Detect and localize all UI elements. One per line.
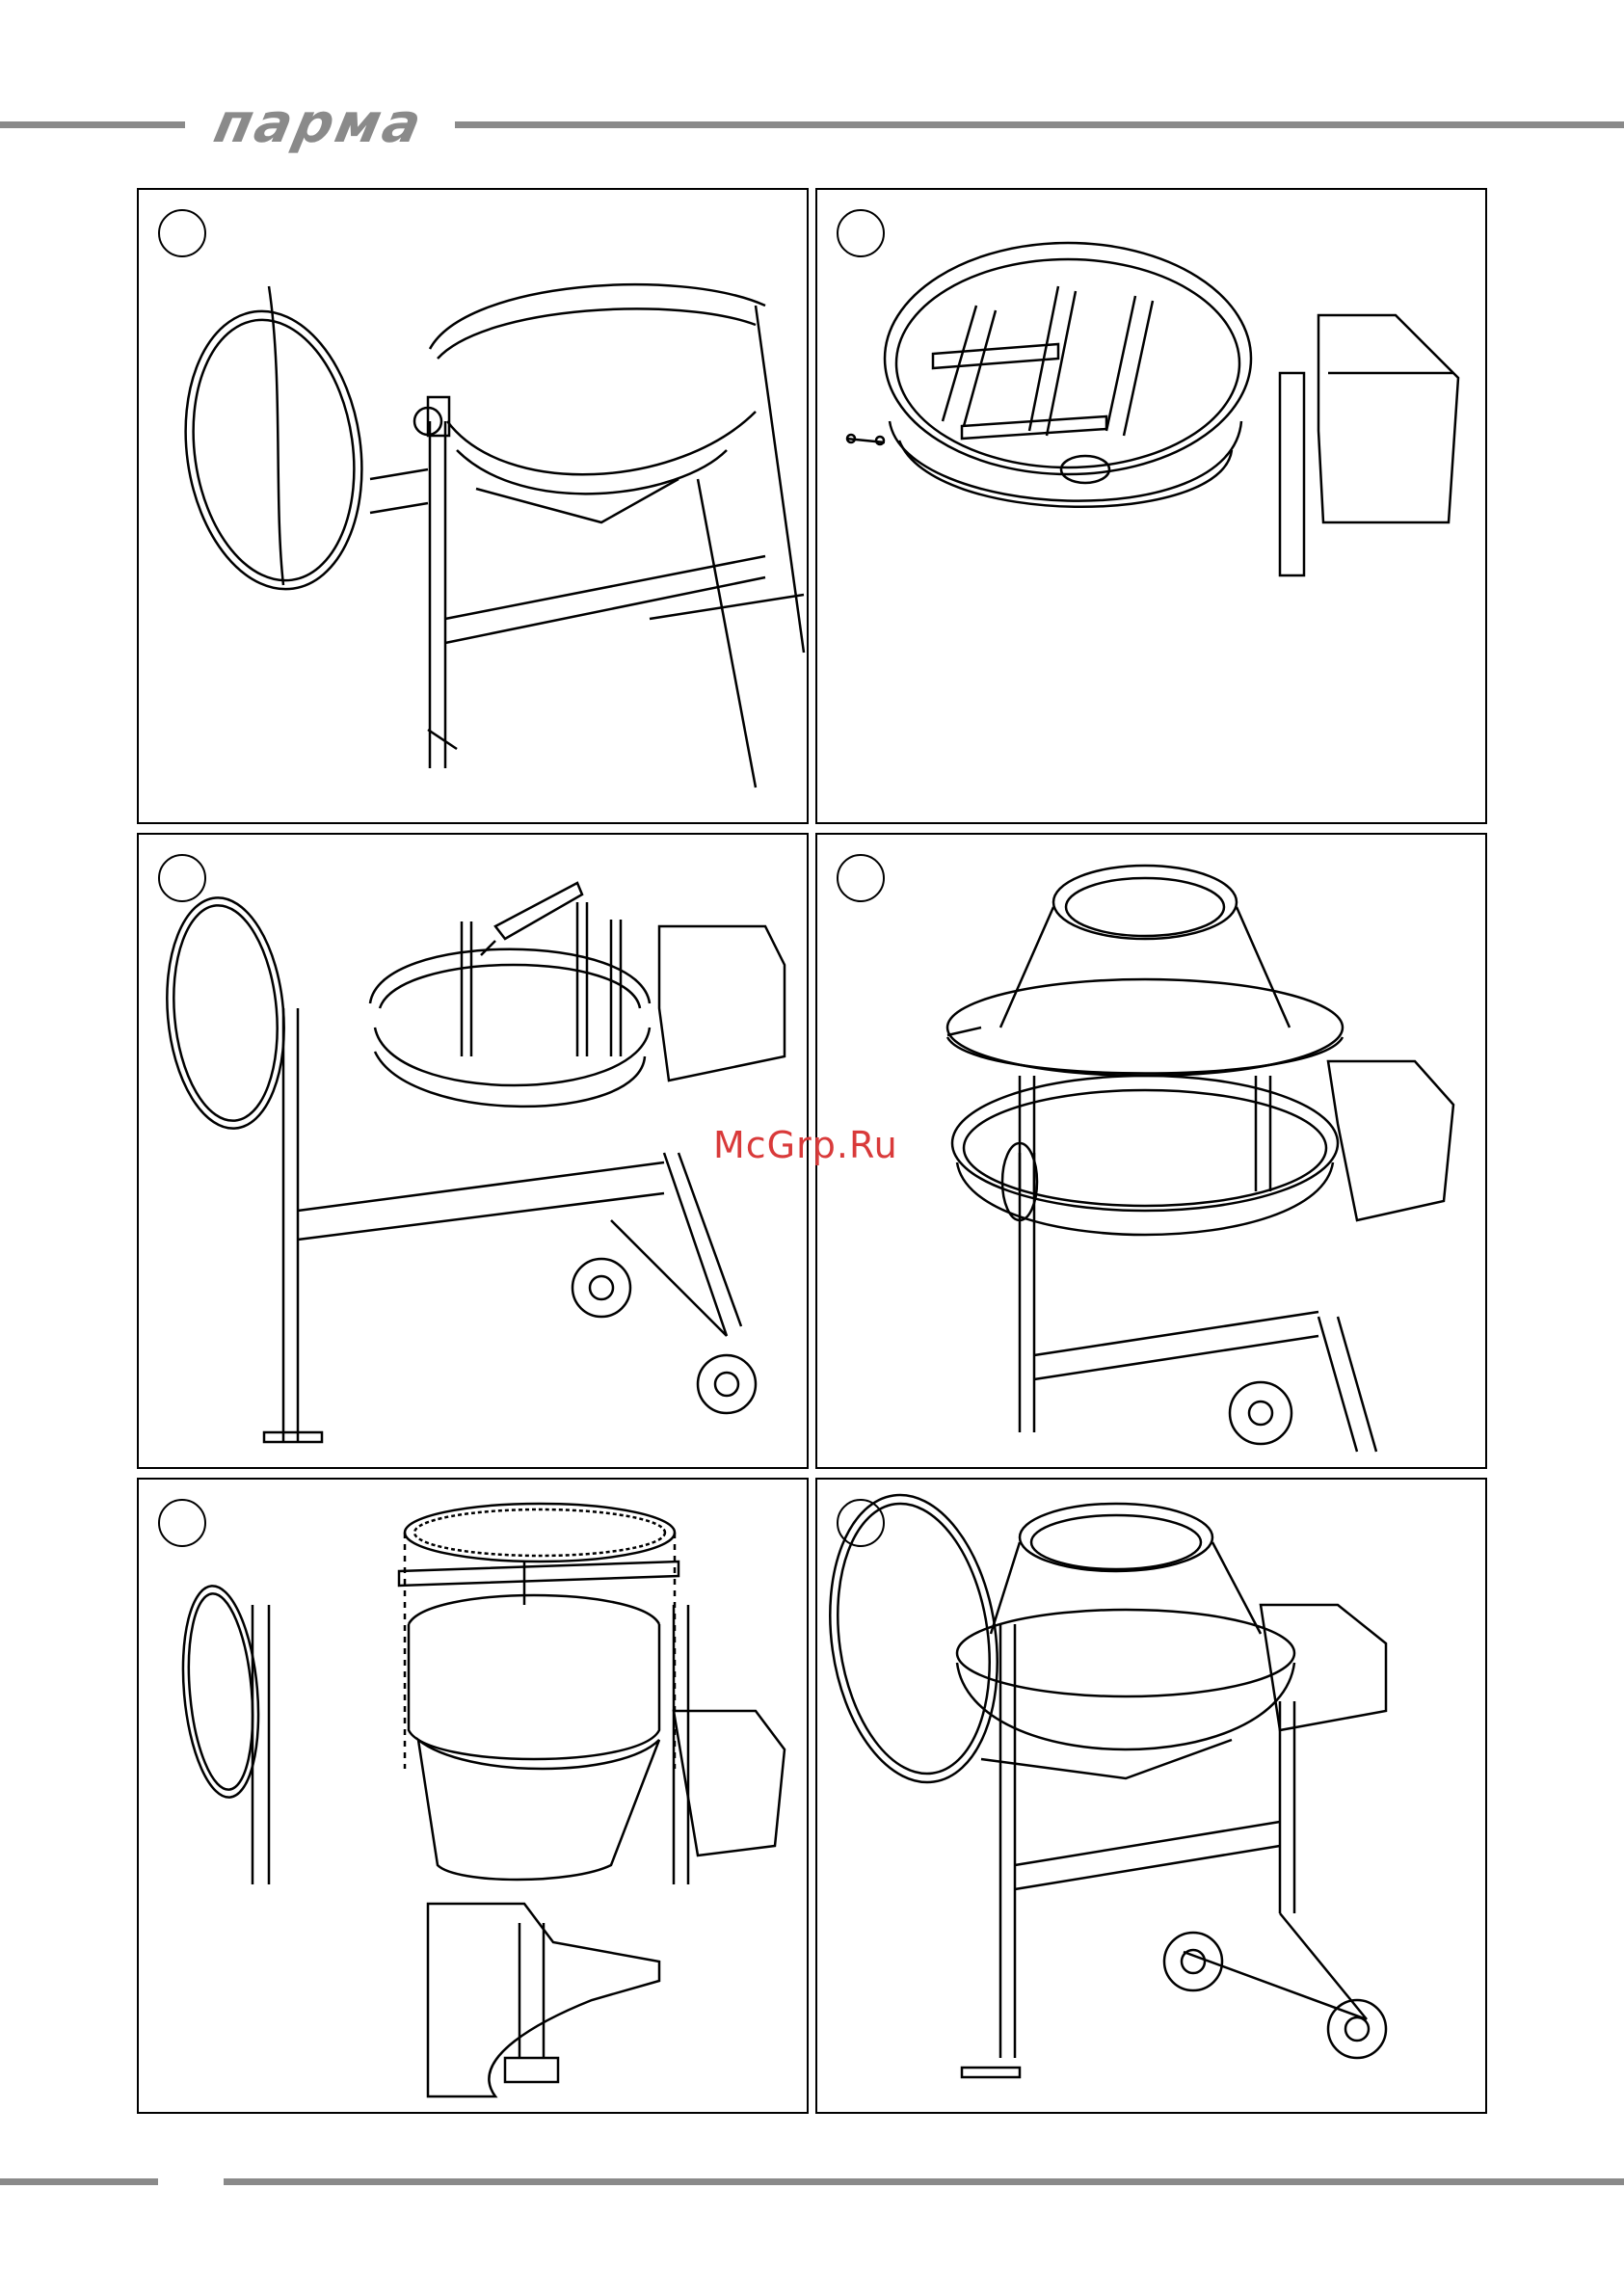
panel-attach-drum-top xyxy=(815,833,1487,1469)
panel-install-gear-ring xyxy=(137,1478,809,2114)
header-rule-left xyxy=(0,121,185,128)
panel-assembled-mixer xyxy=(815,1478,1487,2114)
assembled-mixer-illustration xyxy=(817,1480,1487,2114)
panel-mount-handwheel xyxy=(137,188,809,824)
drum-blades-illustration xyxy=(817,190,1487,824)
brand-logo: парма xyxy=(194,94,443,154)
panel-install-drum-blades xyxy=(815,188,1487,824)
handwheel-mounting-illustration xyxy=(139,190,809,824)
watermark-text: McGrp.Ru xyxy=(713,1124,898,1166)
footer-rule-left xyxy=(0,2178,158,2185)
panel-apply-sealant xyxy=(137,833,809,1469)
gear-ring-illustration xyxy=(139,1480,809,2114)
footer-rule-right xyxy=(224,2178,1624,2185)
sealant-application-illustration xyxy=(139,835,809,1469)
drum-top-illustration xyxy=(817,835,1487,1469)
header-rule-right xyxy=(455,121,1624,128)
